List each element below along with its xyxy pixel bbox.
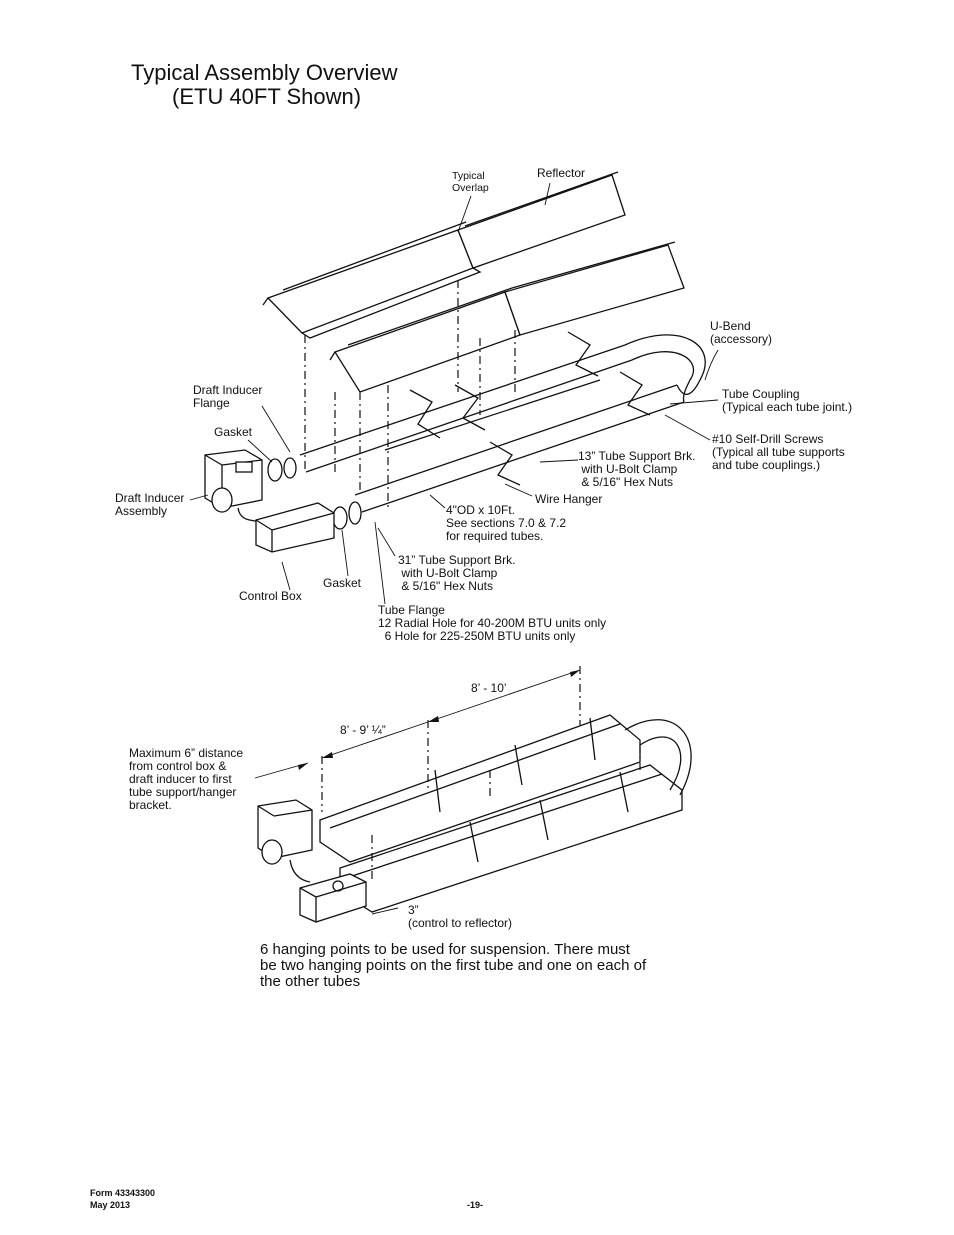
control-box (255, 502, 335, 553)
label-tube-coupling: Tube Coupling (Typical each tube joint.) (722, 387, 853, 414)
footer-form-number: Form 43343300 (90, 1188, 156, 1198)
label-gasket-top: Gasket (214, 425, 253, 439)
label-gasket-bottom: Gasket (323, 576, 362, 590)
label-control-to-reflector: 3” (control to reflector) (408, 903, 513, 930)
label-self-drill-screws: #10 Self-Drill Screws (Typical all tube … (712, 432, 845, 472)
label-tube-4od: 4"OD x 10Ft. See sections 7.0 & 7.2 for … (446, 503, 567, 543)
label-typical-overlap: Typical Overlap (452, 170, 489, 194)
label-u-bend: U-Bend (accessory) (710, 319, 773, 346)
page-title: Typical Assembly Overview (131, 60, 398, 85)
wire-hangers (409, 331, 651, 486)
label-draft-inducer-assembly: Draft Inducer Assembly (115, 491, 185, 518)
alignment-lines (304, 280, 516, 508)
page-subtitle: (ETU 40FT Shown) (172, 84, 362, 109)
label-tube-support-13: 13” Tube Support Brk. with U-Bolt Clamp … (578, 449, 696, 489)
dimension-span-short: 8’ - 9’ ¼” (340, 723, 386, 737)
radiant-tubes (299, 344, 685, 513)
label-control-box: Control Box (239, 589, 302, 603)
u-bend (624, 334, 706, 403)
label-tube-flange: Tube Flange 12 Radial Hole for 40-200M B… (378, 603, 607, 643)
label-max-distance: Maximum 6” distance from control box & d… (129, 746, 244, 812)
label-tube-support-31: 31” Tube Support Brk. with U-Bolt Clamp … (398, 553, 516, 593)
footer-page-number: -19- (467, 1200, 484, 1210)
footer-date: May 2013 (90, 1200, 131, 1210)
reflector-section-1 (262, 221, 482, 339)
draft-inducer (204, 449, 263, 523)
assembled-diagram (254, 666, 692, 923)
reflector-section-2 (457, 171, 626, 269)
dimension-span-long: 8’ - 10’ (471, 681, 507, 695)
suspension-note: 6 hanging points to be used for suspensi… (260, 941, 647, 990)
reflector-section-4 (504, 241, 685, 336)
gaskets-flanges (267, 457, 362, 530)
label-draft-inducer-flange: Draft Inducer Flange (193, 383, 263, 410)
leader-lines-top (189, 182, 719, 605)
label-reflector: Reflector (537, 166, 586, 180)
label-wire-hanger: Wire Hanger (535, 492, 603, 506)
